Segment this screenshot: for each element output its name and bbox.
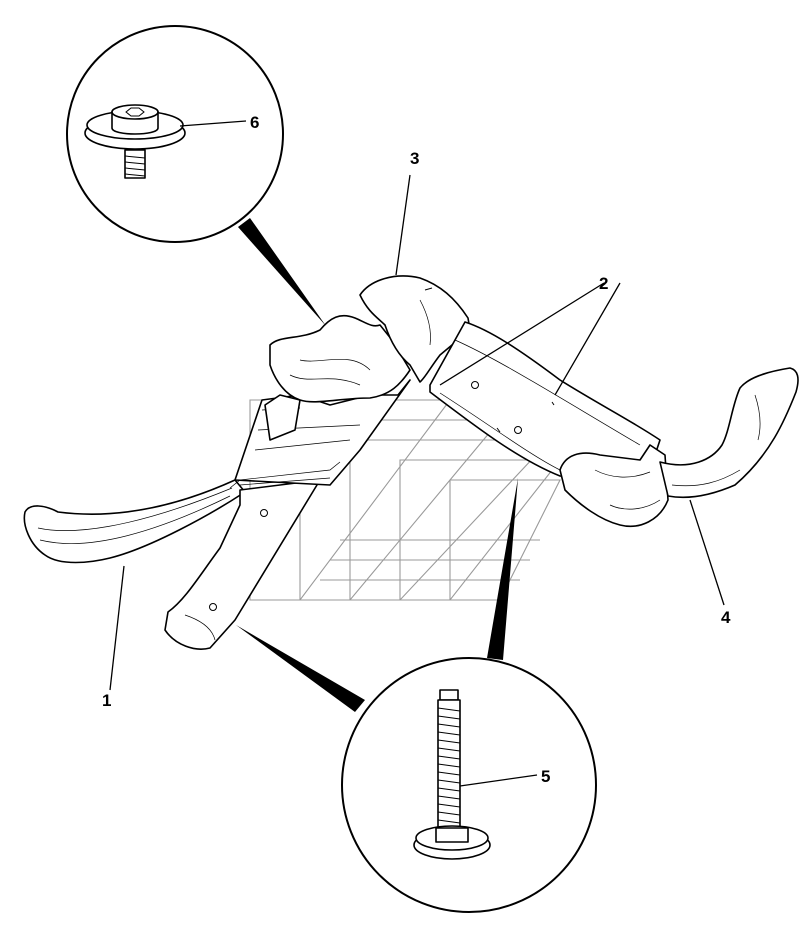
callout-4: 4: [721, 608, 731, 627]
callout-labels: 1 2 3 4 5 6: [102, 113, 731, 786]
part-3-upper-piece: [359, 275, 471, 383]
part-3-left-bracket: [269, 314, 411, 403]
callout-6: 6: [250, 113, 259, 132]
part-2-right-rail: [429, 321, 661, 478]
part-1-lower-leg: [164, 479, 321, 650]
callout-1: 1: [102, 691, 111, 710]
detail-circle-bolt: [66, 25, 284, 243]
leader-lines: [109, 120, 725, 787]
detail-pointers: [236, 218, 518, 712]
callout-3: 3: [410, 149, 419, 168]
central-tray: [229, 379, 411, 489]
callout-2: 2: [599, 274, 608, 293]
part-1-left-arm: [23, 479, 246, 564]
right-corner-bracket: [559, 444, 669, 527]
part-4-right-arm: [659, 367, 799, 499]
threaded-screw-icon: [413, 689, 491, 860]
flange-bolt-icon: [84, 104, 186, 179]
callout-5: 5: [541, 767, 550, 786]
